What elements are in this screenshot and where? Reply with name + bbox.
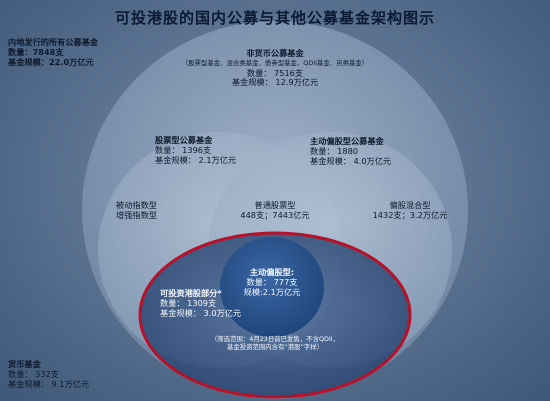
active-core-label: 主动偏股型: 数量： 777支 规模:2.1万亿元 [222,267,322,298]
active-equity-label: 主动偏股型公募基金 数量： 1880 基金规模： 4.0万亿元 [310,136,392,167]
active-core-size: 规模:2.1万亿元 [243,286,301,297]
active-core-title: 主动偏股型: [249,267,295,277]
non-money-count: 数量： 7516支 [246,67,304,78]
all-funds-size: 基金规模：22.0万亿元 [8,56,94,67]
equity-label: 股票型公募基金 数量： 1396支 基金规模： 2.1万亿元 [155,135,237,166]
hk-count: 数量： 1309支 [160,297,217,308]
money-size: 基金规模： 9.1万亿元 [8,378,90,389]
active-equity-size: 基金规模： 4.0万亿元 [310,155,392,166]
note-line2: 基金投资范围内含有“港股”字样） [226,342,324,351]
note-label: （筛选范围：4月23日前已发售，不含QDII， 基金投资范围内含有“港股”字样） [165,335,385,351]
all-funds-count: 数量：7848支 [8,46,64,57]
hk-title: 可投资港股部分* [160,288,222,298]
active-core-circle [220,237,324,337]
note-line1: （筛选范围：4月23日前已发售，不含QDII， [210,335,340,343]
active-equity-count: 数量： 1880 [310,145,359,156]
all-funds-title: 内地发行的所有公募基金 [8,37,99,47]
index-line1: 被动指数型 [116,200,157,210]
ordinary-label: 普通股票型 448支；7443亿元 [215,200,335,221]
money-title: 货币基金 [8,359,41,369]
equity-size: 基金规模： 2.1万亿元 [155,154,237,165]
hk-label: 可投资港股部分* 数量： 1309支 基金规模： 3.0万亿元 [160,288,242,319]
non-money-label: 非货币公募基金 （股票型基金、混合类基金、债券型基金、QDII基金、另类基金） … [125,48,425,88]
index-label: 被动指数型 增强指数型 [116,200,157,221]
mixed-title: 偏股混合型 [389,200,431,210]
active-equity-title: 主动偏股型公募基金 [310,136,384,146]
non-money-title: 非货币公募基金 [246,48,304,58]
page-title: 可投港股的国内公募与其他公募基金架构图示 [114,9,435,27]
mixed-value: 1432支；3.2万亿元 [372,209,448,220]
equity-count: 数量： 1396支 [155,144,212,155]
non-money-size: 基金规模： 12.9万亿元 [231,77,319,88]
non-money-subtitle: （股票型基金、混合类基金、债券型基金、QDII基金、另类基金） [181,58,369,67]
money-label: 货币基金 数量： 332支 基金规模： 9.1万亿元 [8,359,90,390]
equity-title: 股票型公募基金 [155,135,213,145]
active-core-count: 数量： 777支 [246,276,298,287]
hk-size: 基金规模： 3.0万亿元 [160,307,242,318]
money-count: 数量： 332支 [8,368,59,379]
ordinary-value: 448支；7443亿元 [240,209,310,220]
mixed-label: 偏股混合型 1432支；3.2万亿元 [360,200,460,221]
index-line2: 增强指数型 [116,209,157,220]
all-funds-label: 内地发行的所有公募基金 数量：7848支 基金规模：22.0万亿元 [8,37,99,68]
ordinary-title: 普通股票型 [254,200,296,210]
